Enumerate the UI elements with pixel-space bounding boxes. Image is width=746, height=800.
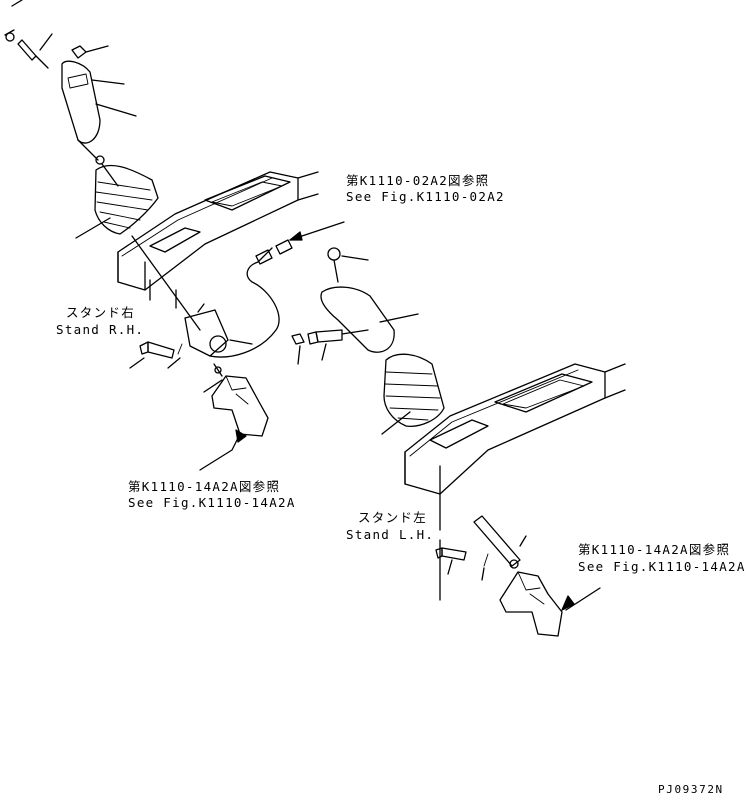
- valve-lh: [499, 571, 563, 637]
- lever-rh-parts: [4, 29, 119, 187]
- ref-label-mid-en: See Fig.K1110-14A2A: [128, 495, 296, 510]
- stand-lh: [404, 363, 626, 495]
- boot-lh: [383, 353, 445, 427]
- ref-label-mid-jp: 第K1110-14A2A図参照: [128, 479, 281, 494]
- boot-rh: [94, 164, 159, 235]
- valve-rh: [211, 375, 269, 437]
- stand-rh-label-en: Stand R.H.: [56, 322, 145, 337]
- ref-label-right-en: See Fig.K1110-14A2A: [578, 559, 746, 574]
- lever-lh-parts: [291, 247, 395, 353]
- ref-label-right-jp: 第K1110-14A2A図参照: [578, 542, 731, 557]
- ref-label-top-en: See Fig.K1110-02A2: [346, 189, 505, 204]
- stand-lh-label-en: Stand L.H.: [346, 527, 435, 542]
- reference-arrows: [235, 231, 575, 611]
- lever-rh-assembly: [131, 235, 293, 377]
- stand-lh-label-jp: スタンド左: [358, 510, 428, 525]
- lever-lh-assembly: [435, 515, 521, 569]
- ref-label-top-jp: 第K1110-02A2図参照: [346, 173, 490, 188]
- stand-rh: [117, 171, 319, 291]
- drawing-number: PJ09372N: [658, 783, 724, 796]
- stand-rh-label-jp: スタンド右: [66, 305, 136, 320]
